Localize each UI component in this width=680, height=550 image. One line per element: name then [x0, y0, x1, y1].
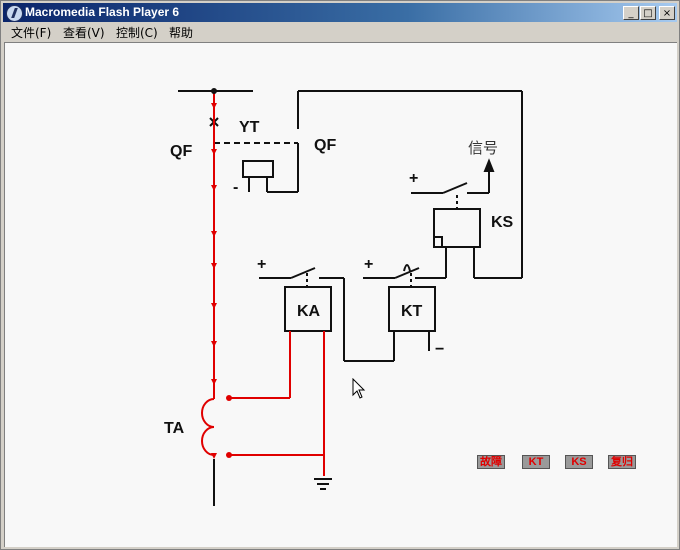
- menu-view[interactable]: 查看(V): [63, 26, 105, 40]
- kt-delay-symbol: [403, 264, 411, 272]
- signal-label: 信号: [468, 139, 499, 157]
- menu-file[interactable]: 文件(F): [11, 26, 52, 40]
- reset-button[interactable]: 复归: [608, 455, 636, 469]
- kt-plus-sign: +: [364, 256, 374, 273]
- ks-contact-blade: [442, 182, 468, 194]
- protection-circuit-diagram: [178, 88, 523, 506]
- mouse-pointer-icon: [352, 378, 366, 399]
- maximize-button[interactable]: □: [640, 6, 656, 20]
- kt-button[interactable]: KT: [522, 455, 550, 469]
- ks-button[interactable]: KS: [565, 455, 593, 469]
- window-title: Macromedia Flash Player 6: [25, 5, 180, 19]
- menu-help[interactable]: 帮助: [169, 26, 194, 40]
- ka-plus-sign: +: [257, 256, 267, 273]
- minimize-button[interactable]: _: [623, 6, 639, 20]
- fault-button[interactable]: 故障: [477, 455, 505, 469]
- flash-stage: QF YT QF KS KA KT TA 信号 + + + - − 故障 KT …: [4, 42, 677, 547]
- ks-plus-sign: +: [409, 170, 419, 187]
- qf-label-right: QF: [314, 137, 337, 154]
- ta-coil: [201, 398, 215, 456]
- red-current-path: [201, 93, 325, 476]
- ta-label: TA: [164, 420, 185, 437]
- title-bar[interactable]: Macromedia Flash Player 6 _ □ ×: [3, 3, 677, 22]
- close-button[interactable]: ×: [659, 6, 675, 20]
- menu-control[interactable]: 控制(C): [116, 26, 158, 40]
- flash-app-icon: [6, 5, 23, 22]
- black-wiring: [178, 90, 523, 506]
- yt-label: YT: [239, 119, 260, 136]
- busbar-node: [211, 88, 217, 94]
- ks-label: KS: [491, 214, 514, 231]
- kt-minus-sign: −: [435, 341, 445, 358]
- kt-label: KT: [401, 303, 423, 320]
- yt-coil: [242, 160, 274, 178]
- ks-flag: [433, 236, 443, 248]
- red-current-arrows: [211, 103, 232, 459]
- yt-minus-sign: -: [233, 179, 239, 196]
- qf-label-left: QF: [170, 143, 193, 160]
- signal-arrow: [483, 158, 495, 172]
- ka-contact-blade: [290, 267, 316, 279]
- ks-relay-box: [433, 208, 481, 248]
- menu-bar: 文件(F) 查看(V) 控制(C) 帮助: [3, 23, 677, 41]
- kt-contact-blade: [394, 267, 420, 279]
- ka-label: KA: [297, 303, 321, 320]
